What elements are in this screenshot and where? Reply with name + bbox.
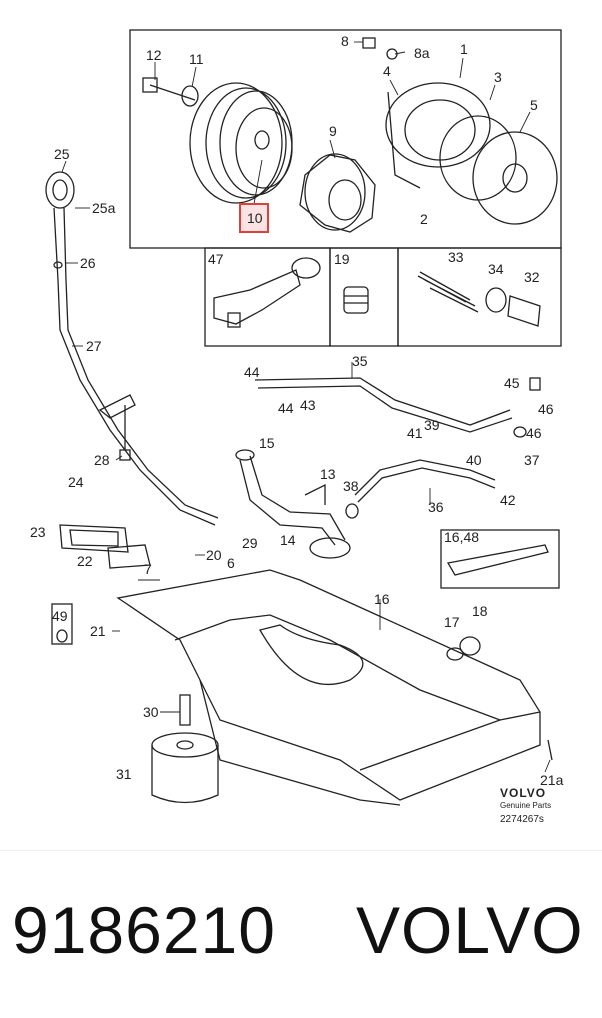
callout-44b: 44: [278, 400, 294, 416]
callout-13: 13: [320, 466, 336, 482]
callout-45: 45: [504, 375, 520, 391]
box-1648: [440, 529, 560, 589]
box-32-34: [397, 247, 562, 347]
genuine-parts-text: Genuine Parts: [500, 801, 551, 810]
callout-19: 19: [334, 251, 350, 267]
callout-23: 23: [30, 524, 46, 540]
pump-cover: [472, 131, 558, 225]
oil-filter: [151, 732, 219, 758]
callout-38: 38: [343, 478, 359, 494]
box-49: [51, 603, 73, 645]
pulley: [189, 82, 283, 204]
callout-46b: 46: [526, 425, 542, 441]
callout-26: 26: [80, 255, 96, 271]
callout-29: 29: [242, 535, 258, 551]
callout-8: 8: [341, 33, 349, 49]
callout-25: 25: [54, 146, 70, 162]
callout-25a: 25a: [92, 200, 116, 216]
callout-27: 27: [86, 338, 102, 354]
callout-49: 49: [52, 608, 68, 624]
callout-11: 11: [189, 51, 204, 67]
callout-46a: 46: [538, 401, 554, 417]
callout-10: 10: [247, 210, 263, 226]
callout-15: 15: [259, 435, 275, 451]
highlight-box-10: [239, 203, 269, 233]
cover-plate: [59, 524, 129, 553]
callout-3: 3: [494, 69, 502, 85]
part-number: 9186210: [12, 893, 276, 967]
spring-33: [417, 271, 479, 313]
plug-19: [343, 286, 369, 314]
drive-gear: [304, 153, 366, 231]
nipple-30: [179, 694, 191, 726]
callout-1: 1: [460, 41, 468, 57]
callout-32: 32: [524, 269, 540, 285]
callout-1648: 16,48: [444, 529, 479, 545]
dipstick-handle: [45, 171, 75, 209]
sealant-tube: [446, 544, 549, 576]
callout-33: 33: [448, 249, 464, 265]
diagram-svg: 12 11 10 9 8 8a 1 4 3 5 2 47 19 33 34 32…: [30, 29, 564, 825]
brand-name: VOLVO: [356, 893, 584, 967]
callout-39: 39: [424, 417, 440, 433]
callout-31: 31: [116, 766, 132, 782]
callout-37: 37: [524, 452, 540, 468]
ring-34: [485, 287, 507, 313]
callout-42: 42: [500, 492, 516, 508]
callout-36: 36: [428, 499, 444, 515]
callout-24: 24: [68, 474, 84, 490]
diagram-code: 2274267s: [500, 814, 544, 825]
oil-pump-body: [385, 82, 491, 168]
callout-28: 28: [94, 452, 110, 468]
oil-pan: [116, 569, 541, 801]
parts-diagram: 12 11 10 9 8 8a 1 4 3 5 2 47 19 33 34 32…: [30, 29, 564, 825]
callout-41: 41: [407, 425, 423, 441]
sensor-47: [291, 257, 321, 279]
callout-34: 34: [488, 261, 504, 277]
callout-21: 21: [90, 623, 106, 639]
pickup-tube: [239, 459, 336, 546]
callout-18: 18: [472, 603, 488, 619]
callout-44a: 44: [244, 364, 260, 380]
oil-pipe-36: [354, 459, 496, 496]
callout-7: 7: [144, 561, 152, 577]
divider: [0, 850, 602, 851]
volvo-wordmark: VOLVO: [500, 786, 546, 800]
cap-32: [507, 295, 541, 327]
callout-2: 2: [420, 211, 428, 227]
callout-8a: 8a: [414, 45, 430, 61]
callout-14: 14: [280, 532, 296, 548]
callout-43: 43: [300, 397, 316, 413]
callout-6: 6: [227, 555, 235, 571]
callout-40: 40: [466, 452, 482, 468]
box-47: [204, 247, 331, 347]
callout-12: 12: [146, 47, 162, 63]
callout-16: 16: [374, 591, 390, 607]
callout-20: 20: [206, 547, 222, 563]
dipstick-tube: [53, 207, 216, 526]
callout-17: 17: [444, 614, 460, 630]
callout-30: 30: [143, 704, 159, 720]
callout-5: 5: [530, 97, 538, 113]
drain-plug: [459, 636, 481, 656]
callout-21a: 21a: [540, 772, 564, 788]
oil-pipe-35: [254, 377, 511, 426]
callout-9: 9: [329, 123, 337, 139]
callout-47: 47: [208, 251, 224, 267]
callout-35: 35: [352, 353, 368, 369]
callout-4: 4: [383, 63, 391, 79]
callout-22: 22: [77, 553, 93, 569]
